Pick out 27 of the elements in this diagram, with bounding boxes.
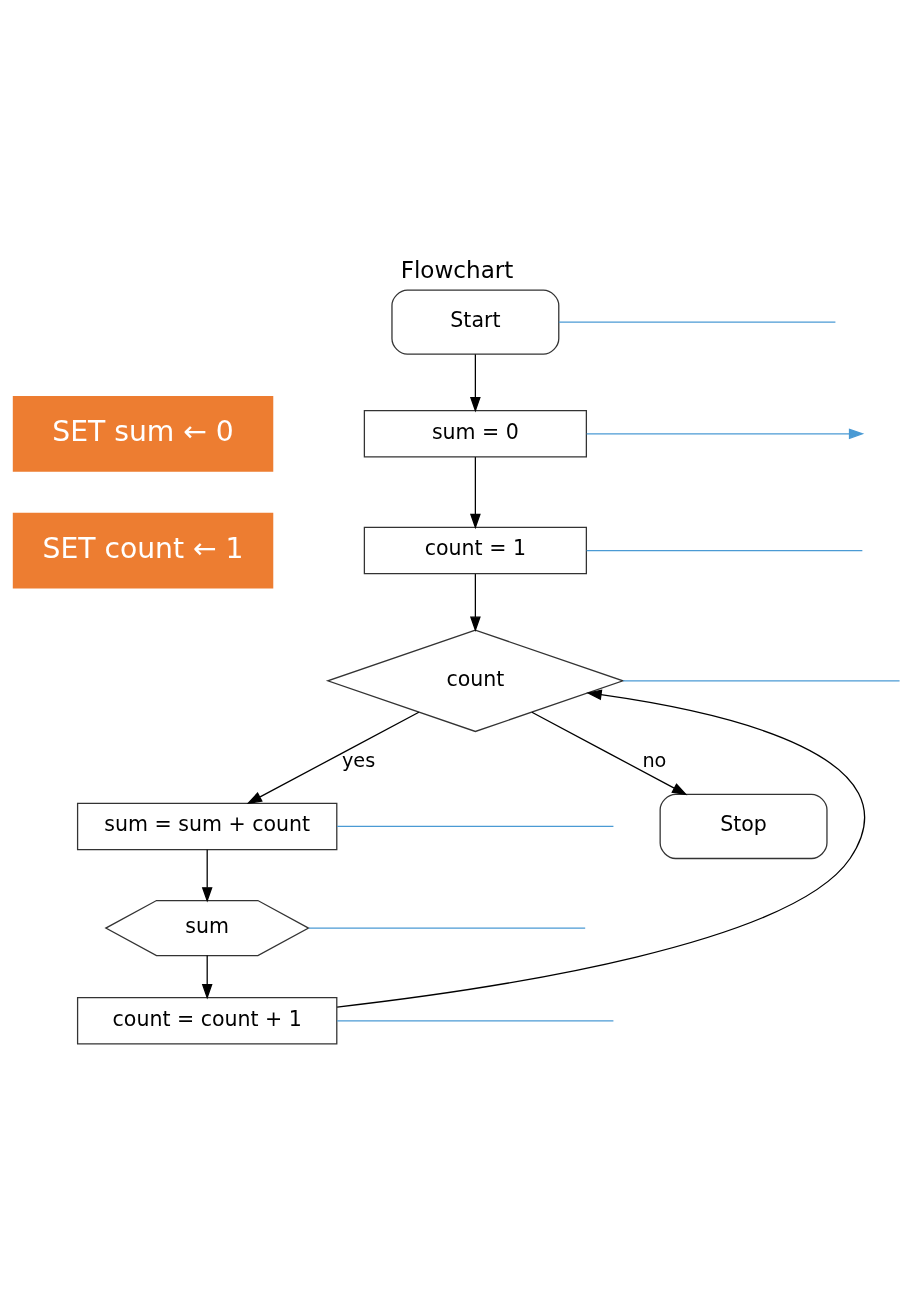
node-box: Stop [659, 793, 828, 859]
node-box: sum = 0 [363, 409, 587, 457]
connector [308, 926, 586, 929]
connector [336, 825, 615, 827]
node-box: SET count ← 1 [12, 512, 274, 588]
edge-label: yes [341, 748, 376, 772]
arrow [531, 711, 688, 795]
arrow [469, 572, 481, 632]
node-diamond: count [325, 628, 625, 732]
node-box: sum = sum + count [76, 802, 338, 850]
node-box: count = 1 [363, 526, 587, 574]
arrow [246, 711, 420, 804]
connector [622, 679, 901, 681]
edge-label: no [642, 748, 667, 772]
arrow [586, 427, 865, 439]
node-box: Start [391, 288, 560, 355]
connector [336, 1019, 615, 1021]
connector [586, 549, 863, 551]
diagram-title: Flowchart [400, 256, 514, 283]
node-box: SET sum ← 0 [12, 395, 274, 472]
arrow [469, 455, 481, 529]
arrow [469, 353, 481, 412]
node-box: count = count + 1 [76, 996, 338, 1044]
arrow [201, 954, 213, 999]
arrow [336, 688, 866, 1008]
arrow [201, 848, 213, 903]
connector [558, 321, 837, 323]
